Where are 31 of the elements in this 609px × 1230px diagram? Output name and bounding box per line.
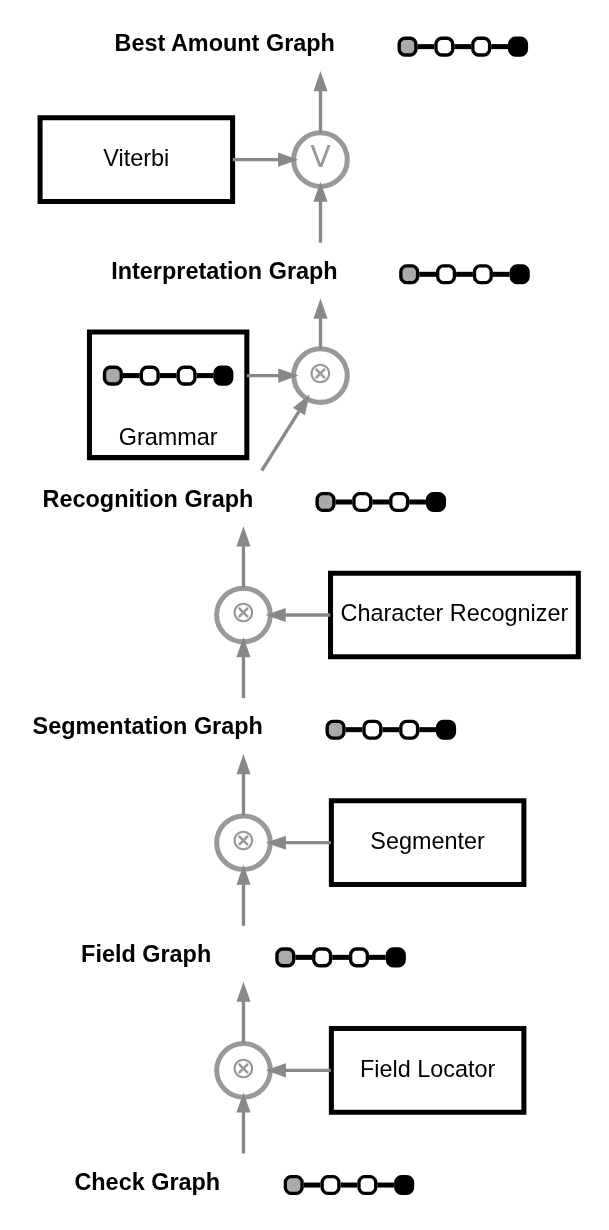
arrow (312, 71, 328, 133)
node-label: Interpretation Graph (110, 257, 338, 284)
arrow (265, 607, 330, 623)
arrow (265, 1063, 331, 1078)
node-circle: V (290, 130, 350, 189)
arrow (235, 637, 250, 699)
node-label: Field Graph (80, 940, 211, 967)
node-label: Recognition Graph (42, 485, 253, 512)
node-circle: ⊗ (290, 346, 350, 405)
arrow (235, 754, 250, 816)
arrow (312, 298, 328, 349)
node-box: Field Locator (328, 1026, 526, 1115)
node-circle: ⊗ (213, 1041, 273, 1100)
node-box: Segmenter (328, 798, 526, 888)
arrow (259, 394, 310, 472)
node-box: Character Recognizer (327, 570, 581, 660)
node-label: Segmentation Graph (32, 713, 263, 740)
node-circle: ⊗ (213, 813, 273, 872)
node-circle: ⊗ (213, 585, 273, 645)
arrow (235, 1092, 250, 1154)
arrow (232, 152, 298, 167)
cluster: Grammar (86, 329, 249, 461)
arrow (235, 981, 250, 1044)
arrow (265, 835, 331, 850)
arrow (246, 368, 298, 383)
node-label: Check Graph (73, 1168, 220, 1195)
arrow (235, 864, 250, 926)
node-box: Viterbi (37, 115, 235, 204)
arrow (312, 181, 328, 243)
arrow (235, 526, 250, 588)
node-label: Best Amount Graph (114, 30, 335, 57)
